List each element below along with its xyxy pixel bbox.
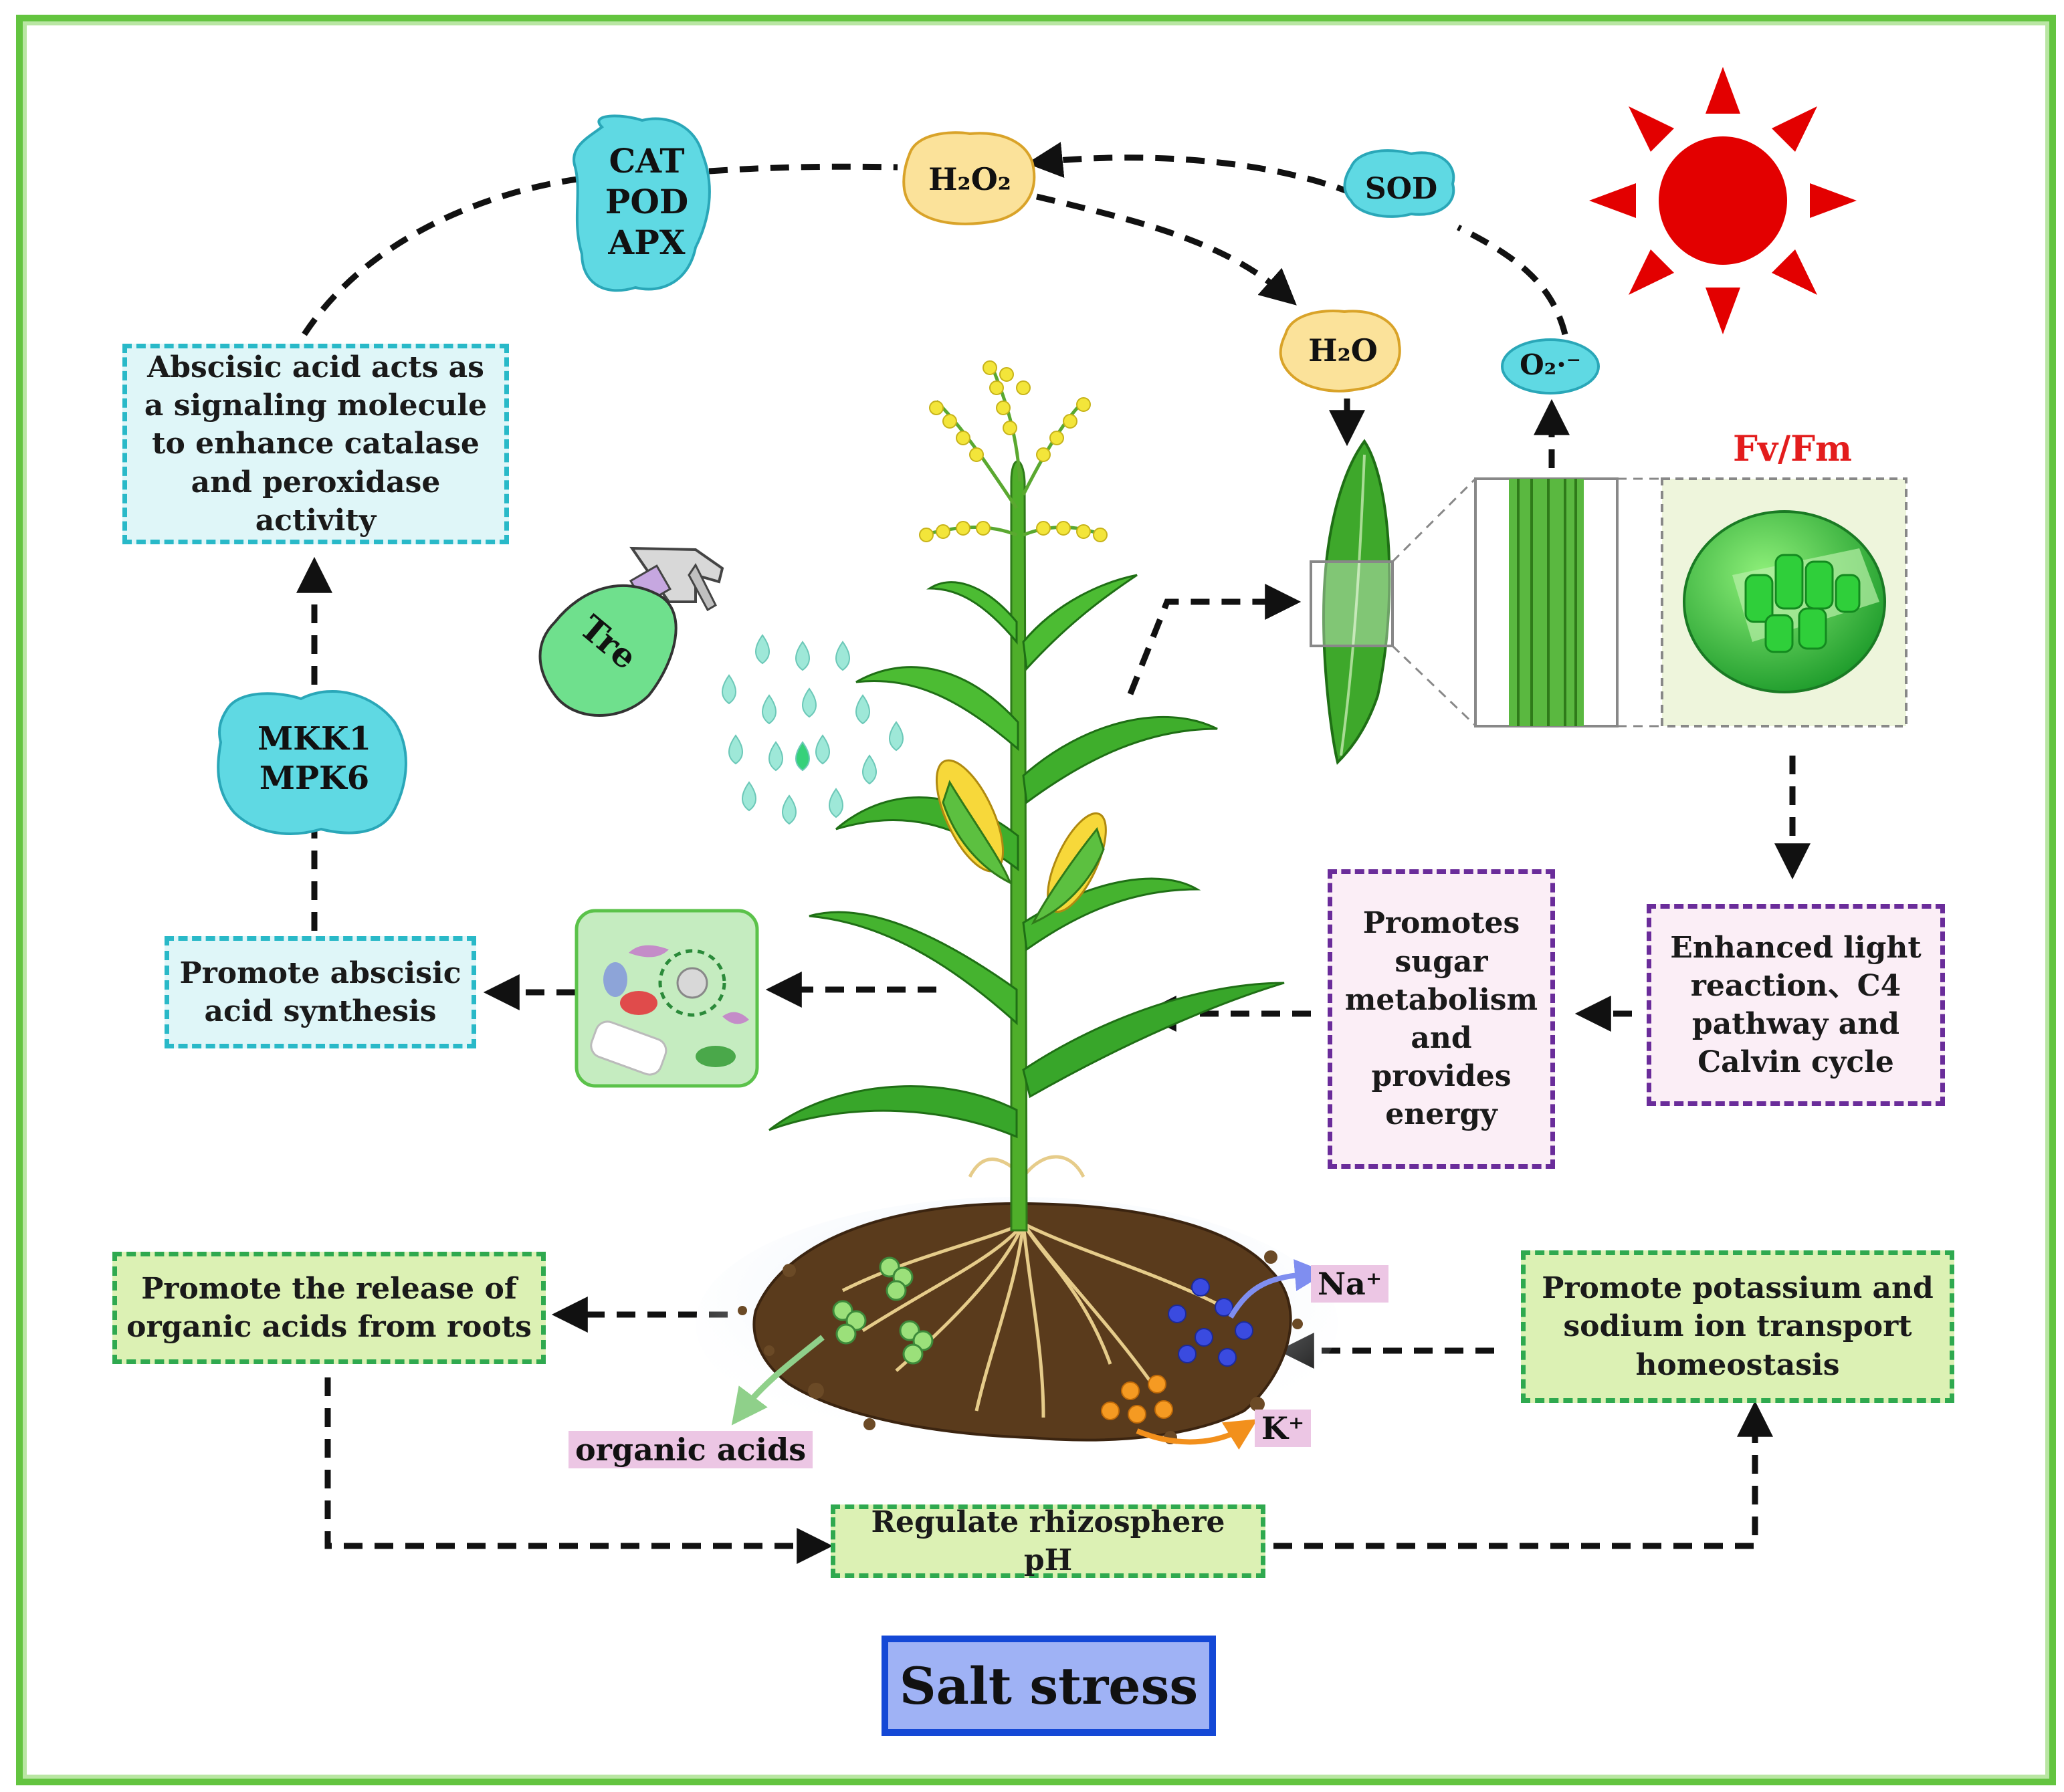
leaf-detail — [1310, 439, 1477, 765]
sodium-ions — [1168, 1278, 1253, 1367]
plant-roots — [841, 1155, 1219, 1418]
superoxide-label: O₂·⁻ — [1520, 348, 1581, 381]
h2o2-label: H₂O₂ — [928, 161, 1011, 197]
arrow-h2o2-to-h2o — [1035, 193, 1297, 306]
cat-pod-apx-label: CAT POD APX — [605, 141, 689, 262]
fv-fm-label: Fv/Fm — [1732, 429, 1853, 469]
sugar-metabolism-box: Promotes sugar metabolism and provides e… — [1328, 869, 1555, 1169]
abscisic-synthesis-box: Promote abscisic acid synthesis — [165, 936, 476, 1048]
h2o2-blob — [902, 131, 1036, 225]
maize-plant — [768, 360, 1285, 1232]
potassium-sodium-box: Promote potassium and sodium ion transpo… — [1521, 1250, 1954, 1403]
sod-blob — [1343, 149, 1455, 218]
sun-icon — [1589, 67, 1857, 334]
sod-label: SOD — [1364, 172, 1438, 206]
arrow-organic-to-ph — [324, 1377, 833, 1564]
sodium-efflux-arrow — [1228, 1259, 1327, 1319]
arrow-abscisic-to-enzymes — [302, 175, 588, 336]
spray-droplets — [722, 634, 904, 825]
enhanced-light-box: Enhanced light reaction、C4 pathway and C… — [1647, 904, 1945, 1106]
ros-cycle-arrows — [296, 142, 1811, 1564]
spray-bottle-icon — [538, 546, 724, 717]
organic-acids-label: organic acids — [569, 1431, 813, 1469]
arrow-sod-to-h2o2 — [1026, 142, 1356, 197]
arrow-superoxide-to-sod — [1456, 224, 1568, 336]
salt-stress-box: Salt stress — [882, 1636, 1216, 1736]
chloroplast-panel — [1661, 477, 1907, 727]
organic-acids-release-box: Promote the release of organic acids fro… — [112, 1252, 546, 1364]
potassium-ions — [1101, 1375, 1173, 1424]
superoxide-blob — [1501, 338, 1600, 395]
arrow-ph-to-potassium — [1273, 1400, 1773, 1549]
mkk1-mpk6-blob — [217, 690, 407, 835]
h2o-blob — [1279, 310, 1401, 393]
organic-acid-arrow — [731, 1335, 825, 1426]
organic-acid-molecules — [832, 1256, 934, 1365]
abscisic-signal-box: Abscisic acid acts as a signaling molecu… — [122, 344, 509, 544]
rhizosphere-ph-box: Regulate rhizosphere pH — [831, 1504, 1265, 1578]
arrow-enzymes-to-h2o2 — [708, 163, 898, 175]
h2o-label: H₂O — [1308, 332, 1378, 368]
arrow-plant-to-leaf — [1127, 584, 1302, 695]
sodium-label: Na⁺ — [1311, 1265, 1389, 1303]
plant-cell-icon — [575, 909, 759, 1088]
potassium-arrow — [1136, 1419, 1258, 1450]
potassium-label: K⁺ — [1255, 1410, 1312, 1448]
mkk1-mpk6-label: MKK1 MPK6 — [257, 720, 371, 797]
cat-pod-apx-blob — [573, 114, 711, 292]
leaf-zoom-panel — [1474, 477, 1662, 727]
